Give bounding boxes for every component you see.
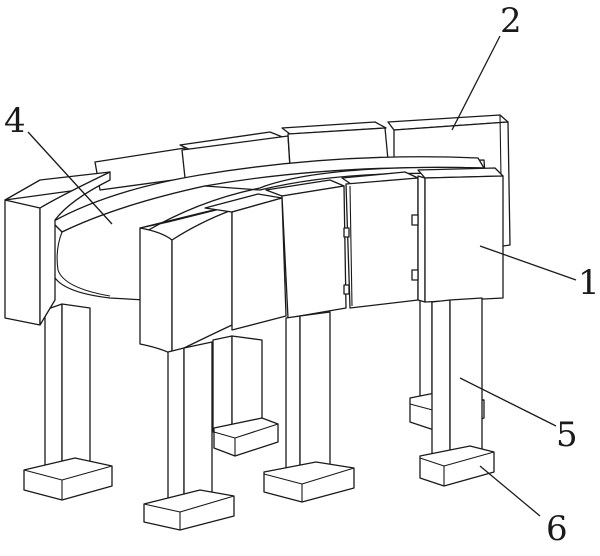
rear-post-left-side [61,303,91,471]
rear-segment [281,121,387,135]
rear-post-mid-side [231,335,263,429]
front-base-left [143,489,235,531]
front-segment [345,177,419,309]
label-1: 1 [578,263,600,303]
front-segment-row [139,167,504,355]
left-end-front [4,199,41,326]
front-segment-1-face [424,175,504,303]
front-segment [231,197,287,331]
front-segment [139,227,173,355]
front-base-right-6 [419,445,495,487]
rear-post-mid [212,335,233,433]
leader-6 [479,465,541,517]
leader-1 [479,245,577,281]
front-post-left [167,347,185,507]
leader-5 [459,377,557,427]
left-end-block [4,171,111,326]
front-segment-face [171,209,233,355]
front-post-right-5-side [449,297,483,459]
reference-numerals: 2 4 1 5 6 [4,1,600,549]
rear-post-left [44,303,63,477]
label-2: 2 [500,1,522,41]
beam-face [49,166,485,301]
rear-base-left [23,457,113,501]
rear-base-mid [213,417,279,457]
label-6: 6 [546,509,568,549]
left-end-side [39,171,111,326]
rear-posts [23,299,485,501]
label-5: 5 [556,415,578,455]
leader-lines [27,35,577,517]
front-segment-1 [417,175,426,303]
label-4: 4 [4,101,26,141]
front-segment [281,185,347,319]
front-post-right-5 [431,299,451,461]
rear-post-right [419,299,433,403]
front-posts [143,297,495,531]
leader-4 [27,131,113,225]
front-post-mid [285,315,301,479]
front-post-mid-side [299,311,331,477]
leader-2 [451,35,501,131]
front-post-left-side [183,341,213,503]
